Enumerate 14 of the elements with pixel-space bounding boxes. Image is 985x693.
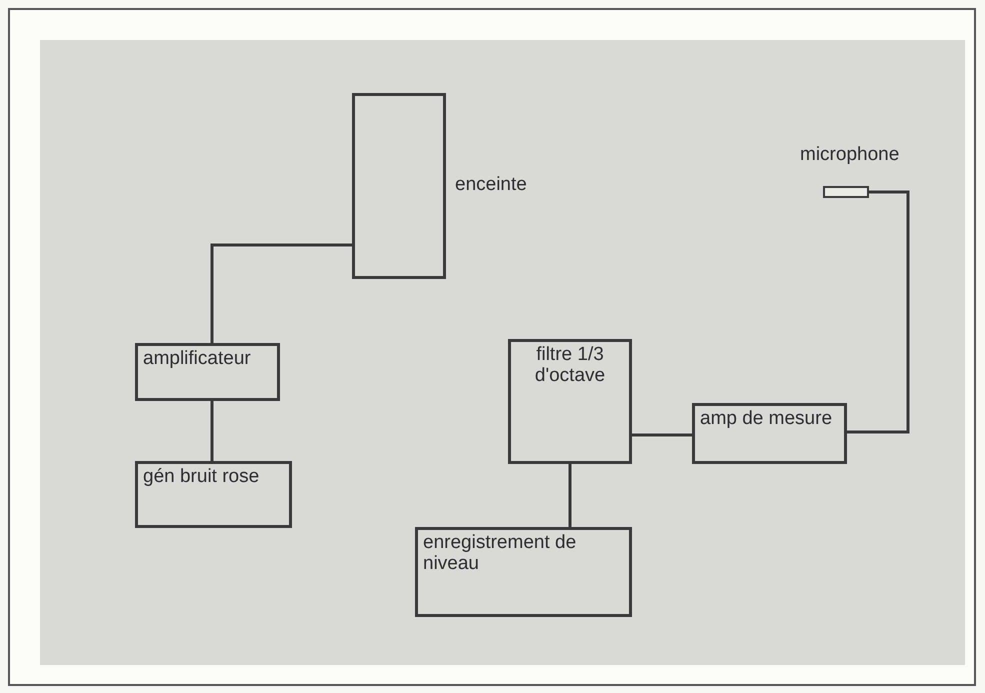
microphone-bar bbox=[823, 186, 869, 198]
connector-line bbox=[210, 401, 214, 461]
process-box: filtre 1/3 d'octave bbox=[508, 339, 632, 464]
connector-line bbox=[632, 434, 692, 436]
process-box: amp de mesure bbox=[692, 403, 847, 464]
connector-line bbox=[847, 190, 910, 434]
process-box: enregistrement de niveau bbox=[415, 527, 632, 617]
process-box: gén bruit rose bbox=[135, 461, 292, 528]
speaker-box bbox=[352, 93, 446, 279]
component-label: enceinte bbox=[455, 174, 527, 196]
connector-line bbox=[568, 464, 572, 527]
connector-line bbox=[210, 244, 352, 343]
component-label: microphone bbox=[800, 144, 900, 166]
process-box: amplificateur bbox=[135, 343, 280, 401]
